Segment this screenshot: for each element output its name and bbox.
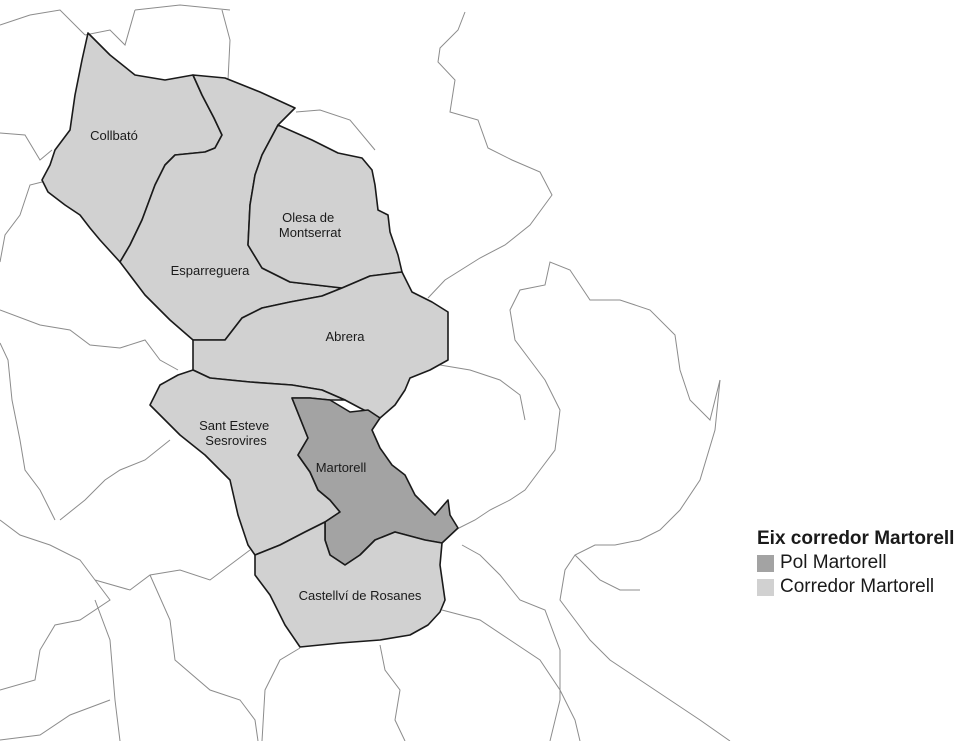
legend-label-pol: Pol Martorell	[780, 552, 887, 573]
bg-boundary	[574, 554, 640, 591]
legend: Eix corredor Martorell Pol Martorell Cor…	[757, 527, 954, 599]
bg-boundary	[261, 647, 301, 741]
legend-title: Eix corredor Martorell	[757, 528, 954, 549]
label-olesa-line-2: Montserrat	[279, 225, 342, 240]
bg-boundary	[59, 439, 171, 521]
bg-boundary	[0, 699, 111, 741]
legend-label-corredor: Corredor Martorell	[780, 576, 935, 597]
bg-boundary	[295, 109, 376, 151]
bg-boundary	[0, 342, 56, 521]
bg-boundary	[0, 14, 31, 26]
label-olesa-line-1: Olesa de	[282, 210, 334, 225]
background-boundaries	[0, 4, 731, 741]
bg-boundary	[94, 549, 251, 591]
bg-boundary	[454, 261, 721, 531]
label-abrera: Abrera	[325, 329, 365, 344]
bg-boundary	[94, 599, 121, 741]
legend-swatch-pol	[757, 554, 774, 572]
legend-swatch-corredor	[757, 578, 774, 596]
bg-boundary	[379, 644, 406, 741]
bg-boundary	[441, 609, 581, 741]
bg-boundary	[134, 4, 231, 11]
bg-boundary	[427, 11, 553, 299]
label-collbato-line: Collbató	[90, 128, 138, 143]
bg-boundary	[461, 544, 561, 741]
bg-boundary	[29, 9, 86, 36]
label-esparreguera: Esparreguera	[171, 263, 251, 278]
municipality-olesa[interactable]	[247, 124, 403, 289]
label-abrera-line: Abrera	[325, 329, 365, 344]
bg-boundary	[221, 9, 231, 81]
label-esparreguera-line: Esparreguera	[171, 263, 251, 278]
legend-item-pol: Pol Martorell	[757, 551, 953, 575]
bg-boundary	[0, 132, 53, 161]
label-martorell: Martorell	[316, 460, 367, 475]
label-castellvi-line: Castellví de Rosanes	[299, 588, 422, 603]
bg-boundary	[0, 179, 51, 263]
municipality-castellvi[interactable]	[254, 521, 446, 648]
label-sant-esteve: Sant Esteve Sesrovires	[199, 418, 273, 448]
municipality-labels: Collbató Esparreguera Olesa de Montserra…	[90, 128, 422, 603]
municipalities	[41, 32, 459, 648]
label-collbato: Collbató	[90, 128, 138, 143]
legend-item-corredor: Corredor Martorell	[757, 575, 953, 599]
label-olesa: Olesa de Montserrat	[279, 210, 342, 240]
label-castellvi: Castellví de Rosanes	[299, 588, 422, 603]
bg-boundary	[0, 579, 111, 691]
bg-boundary	[0, 519, 96, 581]
bg-boundary	[84, 9, 136, 46]
bg-boundary	[0, 309, 179, 371]
bg-boundary	[149, 574, 259, 741]
bg-boundary	[439, 364, 526, 421]
municipality-abrera[interactable]	[192, 271, 449, 419]
label-sant-esteve-line-1: Sant Esteve	[199, 418, 269, 433]
bg-boundary	[559, 379, 731, 741]
label-martorell-line: Martorell	[316, 460, 367, 475]
label-sant-esteve-line-2: Sesrovires	[205, 433, 267, 448]
